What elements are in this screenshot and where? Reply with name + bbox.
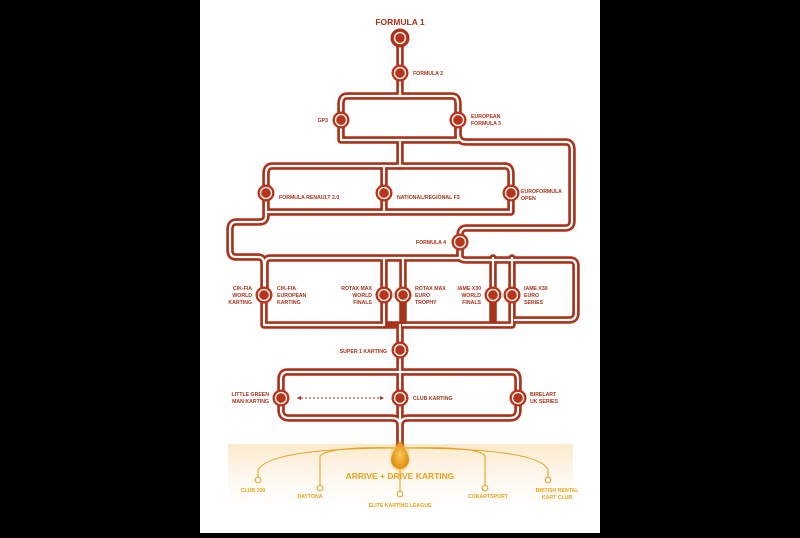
svg-text:FINALS: FINALS bbox=[353, 300, 372, 306]
label-daytona: DAYTONA bbox=[297, 494, 322, 500]
svg-text:KART CLUB: KART CLUB bbox=[542, 495, 573, 501]
label-euroformula-2: OPEN bbox=[521, 196, 536, 202]
svg-text:CIK-FIA: CIK-FIA bbox=[233, 286, 252, 292]
label-rotax-euro: ROTAX MAX EURO TROPHY bbox=[415, 286, 446, 306]
label-brkc: BRITISH RENTAL KART CLUB bbox=[536, 488, 580, 501]
label-little-green: LITTLE GREEN MAN KARTING bbox=[232, 392, 270, 405]
dashed-connector bbox=[297, 396, 384, 400]
label-iame-world: IAME X30 WORLD FINALS bbox=[457, 286, 481, 306]
label-iame-euro: IAME X30 EURO SERIES bbox=[524, 286, 548, 306]
node-brkc bbox=[544, 476, 552, 484]
svg-text:CIK-FIA: CIK-FIA bbox=[277, 286, 296, 292]
feeder-nodes bbox=[254, 476, 552, 498]
node-cokart bbox=[481, 484, 489, 492]
label-cik-world: CIK-FIA WORLD KARTING bbox=[228, 286, 252, 306]
node-rings bbox=[257, 31, 525, 405]
label-euroformula-1: EUROFORMULA bbox=[521, 189, 562, 195]
label-formula-renault: FORMULA RENAULT 2.0 bbox=[279, 195, 339, 201]
svg-text:WORLD: WORLD bbox=[232, 293, 252, 299]
label-club-100: CLUB 100 bbox=[241, 488, 266, 494]
label-national-f3: NATIONAL/REGIONAL F3 bbox=[397, 195, 460, 201]
label-birel: BIRELART UK SERIES bbox=[530, 392, 559, 405]
route-diagram-panel: FORMULA 1 FORMULA 2 GP3 EUROPEAN FORMULA… bbox=[200, 0, 600, 533]
svg-text:MAN KARTING: MAN KARTING bbox=[232, 399, 269, 405]
label-elite: ELITE KARTING LEAGUE bbox=[369, 503, 432, 509]
svg-text:WORLD: WORLD bbox=[352, 293, 372, 299]
svg-text:TROPHY: TROPHY bbox=[415, 300, 437, 306]
label-club-karting: CLUB KARTING bbox=[413, 396, 452, 402]
page-title: FORMULA 1 bbox=[375, 17, 425, 27]
svg-text:WORLD: WORLD bbox=[461, 293, 481, 299]
label-super1: SUPER 1 KARTING bbox=[340, 349, 387, 355]
label-cik-european: CIK-FIA EUROPEAN KARTING bbox=[277, 286, 307, 306]
svg-text:EURO: EURO bbox=[415, 293, 430, 299]
route-lines bbox=[226, 34, 580, 452]
svg-text:EURO: EURO bbox=[524, 293, 539, 299]
route-nodes bbox=[255, 28, 527, 407]
svg-text:ROTAX MAX: ROTAX MAX bbox=[341, 286, 372, 292]
label-cokart: COKARTSPORT bbox=[468, 494, 509, 500]
label-gp3: GP3 bbox=[318, 118, 328, 124]
svg-text:SERIES: SERIES bbox=[524, 300, 544, 306]
arrive-drive-node bbox=[390, 441, 410, 472]
svg-text:LITTLE GREEN: LITTLE GREEN bbox=[232, 392, 270, 398]
label-european-f3-2: FORMULA 3 bbox=[471, 121, 501, 127]
motorsport-ladder-diagram: FORMULA 1 FORMULA 2 GP3 EUROPEAN FORMULA… bbox=[226, 17, 580, 524]
svg-text:IAME X30: IAME X30 bbox=[524, 286, 548, 292]
label-formula-2: FORMULA 2 bbox=[413, 71, 443, 77]
svg-text:EUROPEAN: EUROPEAN bbox=[277, 293, 307, 299]
node-club-100 bbox=[254, 476, 262, 484]
svg-text:BIRELART: BIRELART bbox=[530, 392, 557, 398]
label-european-f3-1: EUROPEAN bbox=[471, 114, 501, 120]
svg-text:UK SERIES: UK SERIES bbox=[530, 399, 559, 405]
node-daytona bbox=[316, 484, 324, 492]
svg-text:BRITISH RENTAL: BRITISH RENTAL bbox=[536, 488, 580, 494]
svg-text:FINALS: FINALS bbox=[462, 300, 481, 306]
label-formula-4: FORMULA 4 bbox=[416, 240, 446, 246]
svg-text:ROTAX MAX: ROTAX MAX bbox=[415, 286, 446, 292]
label-arrive-drive: ARRIVE + DRIVE KARTING bbox=[346, 471, 455, 481]
feeder-lines bbox=[257, 447, 549, 492]
svg-text:KARTING: KARTING bbox=[228, 300, 252, 306]
label-rotax-world: ROTAX MAX WORLD FINALS bbox=[341, 286, 372, 306]
svg-text:IAME X30: IAME X30 bbox=[457, 286, 481, 292]
svg-text:KARTING: KARTING bbox=[277, 300, 301, 306]
node-elite bbox=[396, 490, 404, 498]
